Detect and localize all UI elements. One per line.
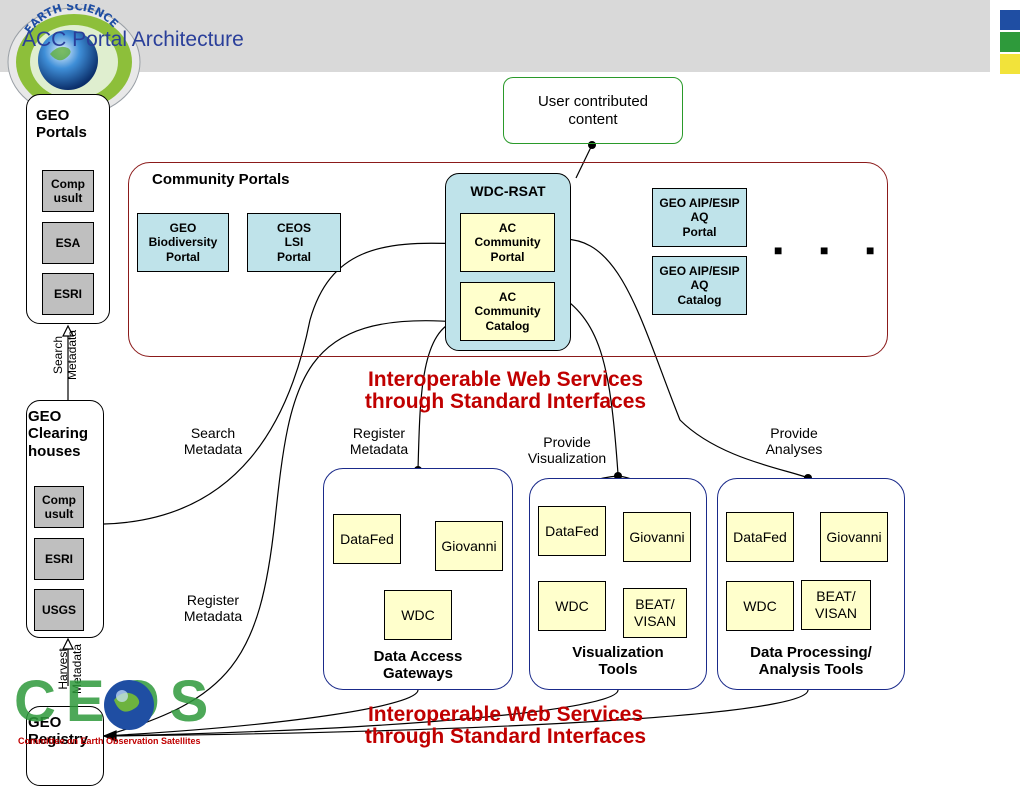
clearinghouse-compusult[interactable]: Comp usult <box>34 486 84 528</box>
gateway2-wdc[interactable]: WDC <box>538 581 606 631</box>
ceos-logo: CEOS Committee on Earth Observation Sate… <box>14 669 208 748</box>
geo-portal-esri[interactable]: ESRI <box>42 273 94 315</box>
gateway3-beat-visan[interactable]: BEAT/ VISAN <box>801 580 871 630</box>
community-portals-panel <box>128 162 888 357</box>
earth-science-logo-icon: EARTH SCIENCE <box>7 4 141 117</box>
community-portals-title: Community Portals <box>152 171 290 188</box>
geo-registry-title: GEO Registry <box>28 714 89 749</box>
interop-bottom-label: Interoperable Web Services through Stand… <box>364 703 647 749</box>
geo-portal-compusult[interactable]: Comp usult <box>42 170 94 212</box>
gateway1-datafed[interactable]: DataFed <box>333 514 401 564</box>
user-contributed-content-box[interactable]: User contributed content <box>503 77 683 144</box>
search-metadata-label: Search Metadata <box>183 425 243 458</box>
gateway2-beat-visan[interactable]: BEAT/ VISAN <box>623 588 687 638</box>
geo-aip-esip-aq-catalog[interactable]: GEO AIP/ESIP AQ Catalog <box>652 256 747 315</box>
ceos-caption: Committee on Earth Observation Satellite… <box>18 736 201 746</box>
gateway2-datafed[interactable]: DataFed <box>538 506 606 556</box>
gateway1-wdc[interactable]: WDC <box>384 590 452 640</box>
ac-community-portal[interactable]: AC Community Portal <box>460 213 555 272</box>
geo-clearinghouses-title: GEO Clearing houses <box>28 408 89 460</box>
blue-square-icon <box>1000 10 1020 30</box>
gateway2-giovanni[interactable]: Giovanni <box>623 512 691 562</box>
interop-top-label: Interoperable Web Services through Stand… <box>364 368 647 414</box>
geo-aip-esip-aq-portal[interactable]: GEO AIP/ESIP AQ Portal <box>652 188 747 247</box>
ellipsis-square-1-icon: ■ <box>774 242 783 258</box>
provide-visualization-label: Provide Visualization <box>527 434 607 467</box>
ellipsis-square-3-icon: ■ <box>866 242 875 258</box>
data-access-gateways-panel <box>323 468 513 690</box>
data-access-gateways-title: Data Access Gateways <box>373 648 463 683</box>
ceos-globe-icon <box>104 680 154 730</box>
clearinghouse-usgs[interactable]: USGS <box>34 589 84 631</box>
geo-biodiversity-portal[interactable]: GEO Biodiversity Portal <box>137 213 229 272</box>
ac-community-catalog[interactable]: AC Community Catalog <box>460 282 555 341</box>
gateway3-giovanni[interactable]: Giovanni <box>820 512 888 562</box>
green-square-icon <box>1000 32 1020 52</box>
geo-portals-title: GEO Portals <box>36 107 87 142</box>
ellipsis-square-2-icon: ■ <box>820 242 829 258</box>
gateway3-wdc[interactable]: WDC <box>726 581 794 631</box>
yellow-square-icon <box>1000 54 1020 74</box>
search-metadata-vertical-label: Search Metadata <box>51 329 79 381</box>
ceos-lsi-portal[interactable]: CEOS LSI Portal <box>247 213 341 272</box>
gateway1-giovanni[interactable]: Giovanni <box>435 521 503 571</box>
wdc-rsat-title: WDC-RSAT <box>470 183 546 199</box>
data-processing-title: Data Processing/ Analysis Tools <box>750 644 872 679</box>
gateway3-datafed[interactable]: DataFed <box>726 512 794 562</box>
provide-analyses-label: Provide Analyses <box>765 425 823 458</box>
register-metadata-top-label: Register Metadata <box>349 425 409 458</box>
geo-portal-esa[interactable]: ESA <box>42 222 94 264</box>
header-band <box>0 0 990 72</box>
clearinghouse-esri[interactable]: ESRI <box>34 538 84 580</box>
visualization-tools-title: Visualization Tools <box>572 644 664 679</box>
register-metadata-left-label: Register Metadata <box>183 592 243 625</box>
page-title: ACC Portal Architecture <box>22 28 244 51</box>
